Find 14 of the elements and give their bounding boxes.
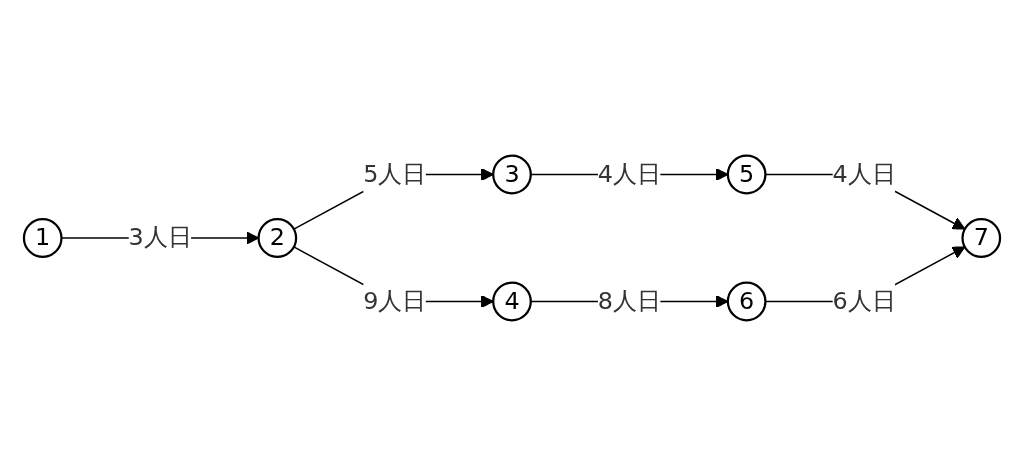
node-circle: 7 <box>961 218 1002 258</box>
edge-label: 5人日 <box>363 159 427 188</box>
edge-label: 4人日 <box>597 159 661 188</box>
edge-label: 6人日 <box>832 286 896 315</box>
edge-label: 4人日 <box>832 159 896 188</box>
node-circle: 4 <box>492 281 532 322</box>
node-circle: 6 <box>726 281 767 322</box>
edge-label: 3人日 <box>128 223 192 252</box>
edge-label: 8人日 <box>597 286 661 315</box>
node-circle: 3 <box>492 154 532 195</box>
edge-label: 9人日 <box>363 286 427 315</box>
node-circle: 1 <box>22 218 63 258</box>
node-circle: 5 <box>726 154 767 195</box>
node-circle: 2 <box>257 218 298 258</box>
